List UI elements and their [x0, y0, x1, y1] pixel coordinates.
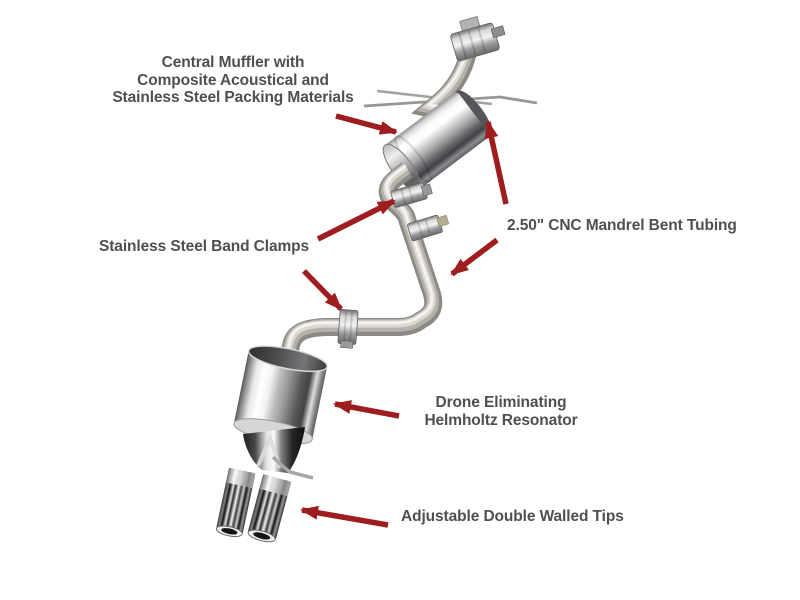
tubing-lower-arrow: [450, 237, 499, 277]
resonator-label: Drone Eliminating Helmholtz Resonator: [424, 394, 578, 429]
tip-hanger-rod: [271, 455, 314, 480]
tips-arrow: [300, 505, 389, 528]
annotation-arrows: [300, 113, 509, 528]
bent-tubing-label: 2.50" CNC Mandrel Bent Tubing: [507, 217, 737, 234]
front-tip: [215, 467, 256, 538]
clamps-lower-arrow: [302, 269, 343, 311]
clamps-upper-arrow: [316, 198, 396, 242]
band-clamp-lower: [337, 309, 359, 349]
tubing-upper-arrow: [484, 120, 509, 205]
resonator-arrow: [333, 400, 400, 419]
rear-tip: [247, 474, 292, 543]
exhaust-tips-shape: [215, 455, 314, 543]
mandrel-bent-tubing: [279, 162, 443, 361]
double-walled-tips-label: Adjustable Double Walled Tips: [401, 508, 624, 525]
clamp-bolt: [436, 214, 450, 228]
band-clamps-label: Stainless Steel Band Clamps: [99, 238, 310, 255]
band-clamp-middle: [407, 214, 450, 242]
inlet-coupler-clamp: [450, 15, 506, 62]
coupler-bolt: [490, 25, 506, 39]
central-muffler-label: Central Muffler with Composite Acoustica…: [112, 54, 354, 106]
muffler-arrow: [335, 113, 398, 135]
tip-cone-splitter: [243, 427, 305, 473]
